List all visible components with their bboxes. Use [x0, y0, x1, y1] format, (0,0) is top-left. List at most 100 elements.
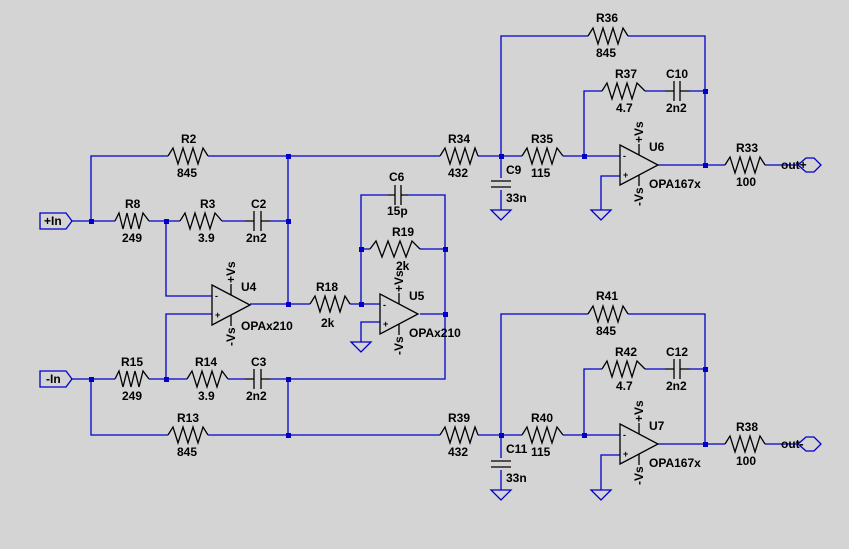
label-R40-value: 115	[531, 445, 551, 459]
label-C12-value: 2n2	[666, 379, 687, 393]
opamp-plus-sign: +	[383, 319, 388, 329]
junction-dot	[286, 219, 291, 224]
label-R36-value: 845	[596, 46, 616, 60]
resistor-R34	[439, 145, 479, 167]
wire	[500, 35, 706, 165]
label-R37-ref: R37	[615, 67, 637, 81]
opamp-U6: - + U6 OPA167x +Vs -Vs	[619, 121, 701, 206]
junction-dot	[499, 433, 504, 438]
wire	[165, 313, 212, 379]
port-label: out+	[781, 158, 807, 172]
label-C12-ref: C12	[666, 345, 688, 359]
port-in-plus[interactable]: +In	[39, 212, 73, 230]
label-R19-value: 2k	[396, 259, 410, 273]
wire	[165, 221, 212, 297]
resistor-R42	[601, 358, 646, 380]
junction-dot	[703, 163, 708, 168]
ground-symbol	[489, 209, 513, 221]
opamp-model: OPAx210	[241, 319, 293, 333]
grounds	[349, 209, 613, 501]
junction-dot	[582, 433, 587, 438]
label-R37-value: 4.7	[616, 101, 633, 115]
opamp-model: OPA167x	[649, 456, 701, 470]
capacitor-C9	[491, 180, 511, 188]
resistor-R38	[724, 433, 766, 455]
wire	[583, 368, 705, 435]
junction-dot	[286, 154, 291, 159]
label-R13-value: 845	[177, 445, 197, 459]
label-C10-ref: C10	[666, 67, 688, 81]
label-C6-ref: C6	[389, 170, 405, 184]
junction-dot	[703, 442, 708, 447]
junction-dot	[499, 154, 504, 159]
supply-pos-label: +Vs	[632, 121, 646, 143]
opamp-model: OPA167x	[649, 177, 701, 191]
label-R18-value: 2k	[321, 316, 335, 330]
label-R36-ref: R36	[596, 11, 618, 25]
label-R33-ref: R33	[736, 141, 758, 155]
label-R15-value: 249	[122, 389, 142, 403]
label-R3-value: 3.9	[198, 231, 215, 245]
junction-dot	[443, 247, 448, 252]
resistor-R33	[724, 154, 766, 176]
label-R33-value: 100	[736, 175, 756, 189]
capacitor-C3	[245, 369, 270, 389]
wire	[600, 175, 620, 210]
label-R8-ref: R8	[125, 197, 141, 211]
label-R15-ref: R15	[121, 355, 143, 369]
label-C11-value: 33n	[506, 471, 527, 485]
label-R3-ref: R3	[200, 197, 216, 211]
label-R38-ref: R38	[736, 420, 758, 434]
port-out-plus[interactable]: out+	[781, 157, 822, 173]
capacitor-C12	[665, 359, 690, 379]
resistor-R19	[369, 239, 421, 259]
label-R2-ref: R2	[181, 132, 197, 146]
capacitors	[245, 81, 690, 468]
label-R41-value: 845	[596, 324, 616, 338]
junction-dot	[582, 154, 587, 159]
label-R41-ref: R41	[596, 289, 618, 303]
junction-dot	[443, 312, 448, 317]
junction-dot	[89, 219, 94, 224]
capacitor-C2	[245, 211, 270, 231]
resistor-R3	[179, 210, 223, 232]
opamp-minus-sign: -	[623, 151, 626, 161]
port-label: out-	[781, 437, 804, 451]
wire	[360, 194, 446, 314]
wire	[583, 90, 705, 156]
supply-neg-label: -Vs	[632, 187, 646, 206]
label-C3-ref: C3	[251, 355, 267, 369]
label-R34-value: 432	[448, 166, 468, 180]
resistor-R18	[309, 293, 351, 315]
label-R18-ref: R18	[316, 280, 338, 294]
label-R14-value: 3.9	[198, 389, 215, 403]
resistor-R40	[521, 424, 564, 446]
junction-dot	[164, 377, 169, 382]
label-R42-value: 4.7	[616, 379, 633, 393]
label-R14-ref: R14	[195, 355, 217, 369]
port-out-minus[interactable]: out-	[781, 436, 822, 452]
opamp-U5: - + U5 OPAx210 +Vs -Vs	[379, 270, 461, 355]
label-R42-ref: R42	[615, 345, 637, 359]
resistor-R2	[167, 145, 209, 167]
label-C2-value: 2n2	[246, 231, 267, 245]
opamp-model: OPAx210	[409, 326, 461, 340]
resistor-R36	[587, 25, 629, 47]
opamp-minus-sign: -	[215, 291, 218, 301]
supply-pos-label: +Vs	[632, 400, 646, 422]
wire	[600, 454, 620, 490]
opamp-plus-sign: +	[215, 310, 220, 320]
port-in-minus[interactable]: -In	[39, 370, 73, 388]
wire	[90, 379, 440, 436]
junction-dot	[286, 302, 291, 307]
opamp-minus-sign: -	[383, 300, 386, 310]
opamp-plus-sign: +	[623, 170, 628, 180]
opamp-minus-sign: -	[623, 430, 626, 440]
port-label: -In	[46, 372, 61, 386]
capacitor-C10	[665, 81, 690, 101]
label-R8-value: 249	[122, 231, 142, 245]
wires	[72, 35, 798, 490]
label-R39-value: 432	[448, 445, 468, 459]
resistor-R41	[587, 303, 629, 325]
